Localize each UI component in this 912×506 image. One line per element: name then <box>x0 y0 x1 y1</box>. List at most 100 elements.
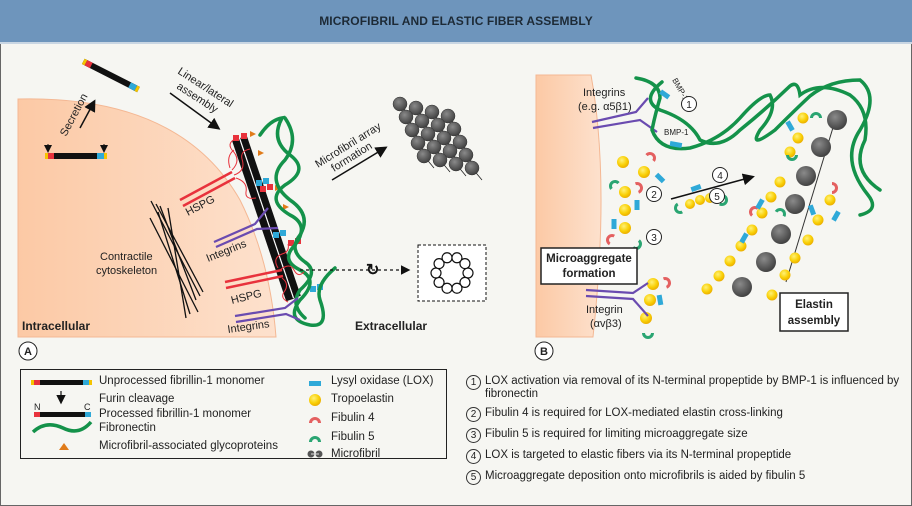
cell-region-b <box>535 74 602 338</box>
note-number: 1 <box>466 375 481 390</box>
triangle-icon <box>59 443 69 450</box>
lox <box>634 200 640 210</box>
rotate-icon: ↻ <box>366 262 379 279</box>
lox <box>785 120 795 132</box>
secretion-arrow <box>79 99 96 129</box>
fibrillin-assembly-chain <box>232 135 301 302</box>
microfibril-bead <box>432 152 448 168</box>
integrins-bottom-label: Integrins <box>227 318 271 336</box>
microfibril-bead <box>416 148 432 164</box>
legend-label: Unprocessed fibrillin-1 monomer <box>99 375 265 387</box>
svg-text:B: B <box>540 346 548 358</box>
microfibril-bead <box>404 122 420 138</box>
panel-a: Secretion Linear/lateral assembly <box>17 58 487 361</box>
tropoelastin <box>789 252 801 264</box>
cross-section-bead <box>459 276 471 289</box>
step-marker-number: 4 <box>717 171 723 182</box>
cross-section-bead <box>433 276 445 289</box>
panel-b: Integrins (e.g. α5β1) BMP-1 BMP-1 Microa… <box>534 74 882 361</box>
step-marker-4 <box>712 167 728 183</box>
microfibril-bead <box>458 147 474 163</box>
panel-a-badge: A <box>18 341 38 361</box>
microfibril-bead <box>732 277 752 297</box>
microfibril-icon <box>307 450 323 458</box>
cross-section-bead <box>441 282 453 294</box>
step-marker-number: 1 <box>686 100 692 111</box>
microfibril-bead <box>410 135 426 151</box>
lox <box>755 198 765 210</box>
microfibril-bead <box>398 109 414 125</box>
svg-text:N: N <box>34 402 41 412</box>
fibulin <box>832 182 838 194</box>
tropoelastin <box>695 195 705 205</box>
integrin-b-bottom <box>585 282 649 317</box>
fibulin <box>774 208 786 217</box>
microfibril-bead <box>426 139 442 155</box>
contractile-label-2: cytoskeleton <box>96 265 157 277</box>
microfibril-bead <box>442 143 458 159</box>
hspg-top <box>179 137 257 208</box>
tropoelastin-icon <box>309 394 321 406</box>
step-marker-number: 5 <box>714 192 720 203</box>
tropoelastin <box>713 270 725 282</box>
tropoelastin <box>792 132 804 144</box>
cross-section-bead <box>433 257 445 270</box>
tropoelastin <box>756 207 768 219</box>
tropoelastin <box>647 278 659 290</box>
microfibril-link <box>813 166 822 191</box>
tropoelastin <box>619 204 631 216</box>
tropoelastin <box>735 240 747 252</box>
tropoelastin <box>638 166 650 178</box>
lox <box>611 219 617 229</box>
contractile-label-1: Contractile <box>100 251 153 263</box>
note-number: 2 <box>466 407 481 422</box>
tropoelastin <box>701 283 713 295</box>
lox-b1 <box>659 89 671 100</box>
step-marker-number: 3 <box>651 233 657 244</box>
tropoelastin <box>619 222 631 234</box>
fibulin-4 <box>645 152 656 162</box>
microfibril-link <box>806 189 815 214</box>
microfibril-bead <box>392 96 408 112</box>
tropoelastin <box>640 312 652 324</box>
lox-b2 <box>669 140 683 148</box>
legend-label: Microfibril <box>331 448 381 460</box>
tropoelastin <box>797 112 809 124</box>
svg-text:formation: formation <box>562 268 615 280</box>
microfibril-bead <box>408 100 424 116</box>
figure-title: MICROFIBRIL AND ELASTIC FIBER ASSEMBLY <box>319 14 593 28</box>
cross-section-bead <box>451 282 463 294</box>
fibulin-5 <box>609 180 620 190</box>
note-text: LOX is targeted to elastic fibers via it… <box>485 449 792 461</box>
microfibril-array <box>392 96 483 181</box>
microfibril-bead <box>436 130 452 146</box>
tropoelastin <box>746 224 758 236</box>
legend-label: Microfibril-associated glycoproteins <box>99 440 278 452</box>
cross-section-bead <box>451 252 463 264</box>
fibulin-4 <box>662 277 671 289</box>
svg-text:A: A <box>24 346 32 358</box>
fibulin4-icon <box>309 417 321 423</box>
cross-section-bead <box>430 267 442 279</box>
lox <box>690 183 702 193</box>
note-number: 3 <box>466 428 481 443</box>
lox <box>656 294 664 306</box>
microfibril-bead <box>464 160 480 176</box>
diagram-canvas: Secretion Linear/lateral assembly <box>17 58 882 361</box>
tropoelastin <box>765 191 777 203</box>
fibronectin-strand-b <box>634 76 875 217</box>
integrins-b-label-1: Integrins <box>583 87 626 99</box>
hspg-bottom <box>224 243 305 303</box>
step-marker-2 <box>646 186 662 202</box>
microfibril-bead <box>452 134 468 150</box>
fibronectin-strand-a2 <box>274 116 314 320</box>
legend-label: Processed fibrillin-1 monomer <box>99 408 252 420</box>
integrin-bottom <box>234 297 301 324</box>
fibronectin-strand-b2 <box>648 80 882 192</box>
microfibril-link <box>799 212 808 237</box>
fibulin-4 <box>606 234 615 246</box>
microfibril-column <box>701 110 847 301</box>
tropoelastin <box>644 294 656 306</box>
